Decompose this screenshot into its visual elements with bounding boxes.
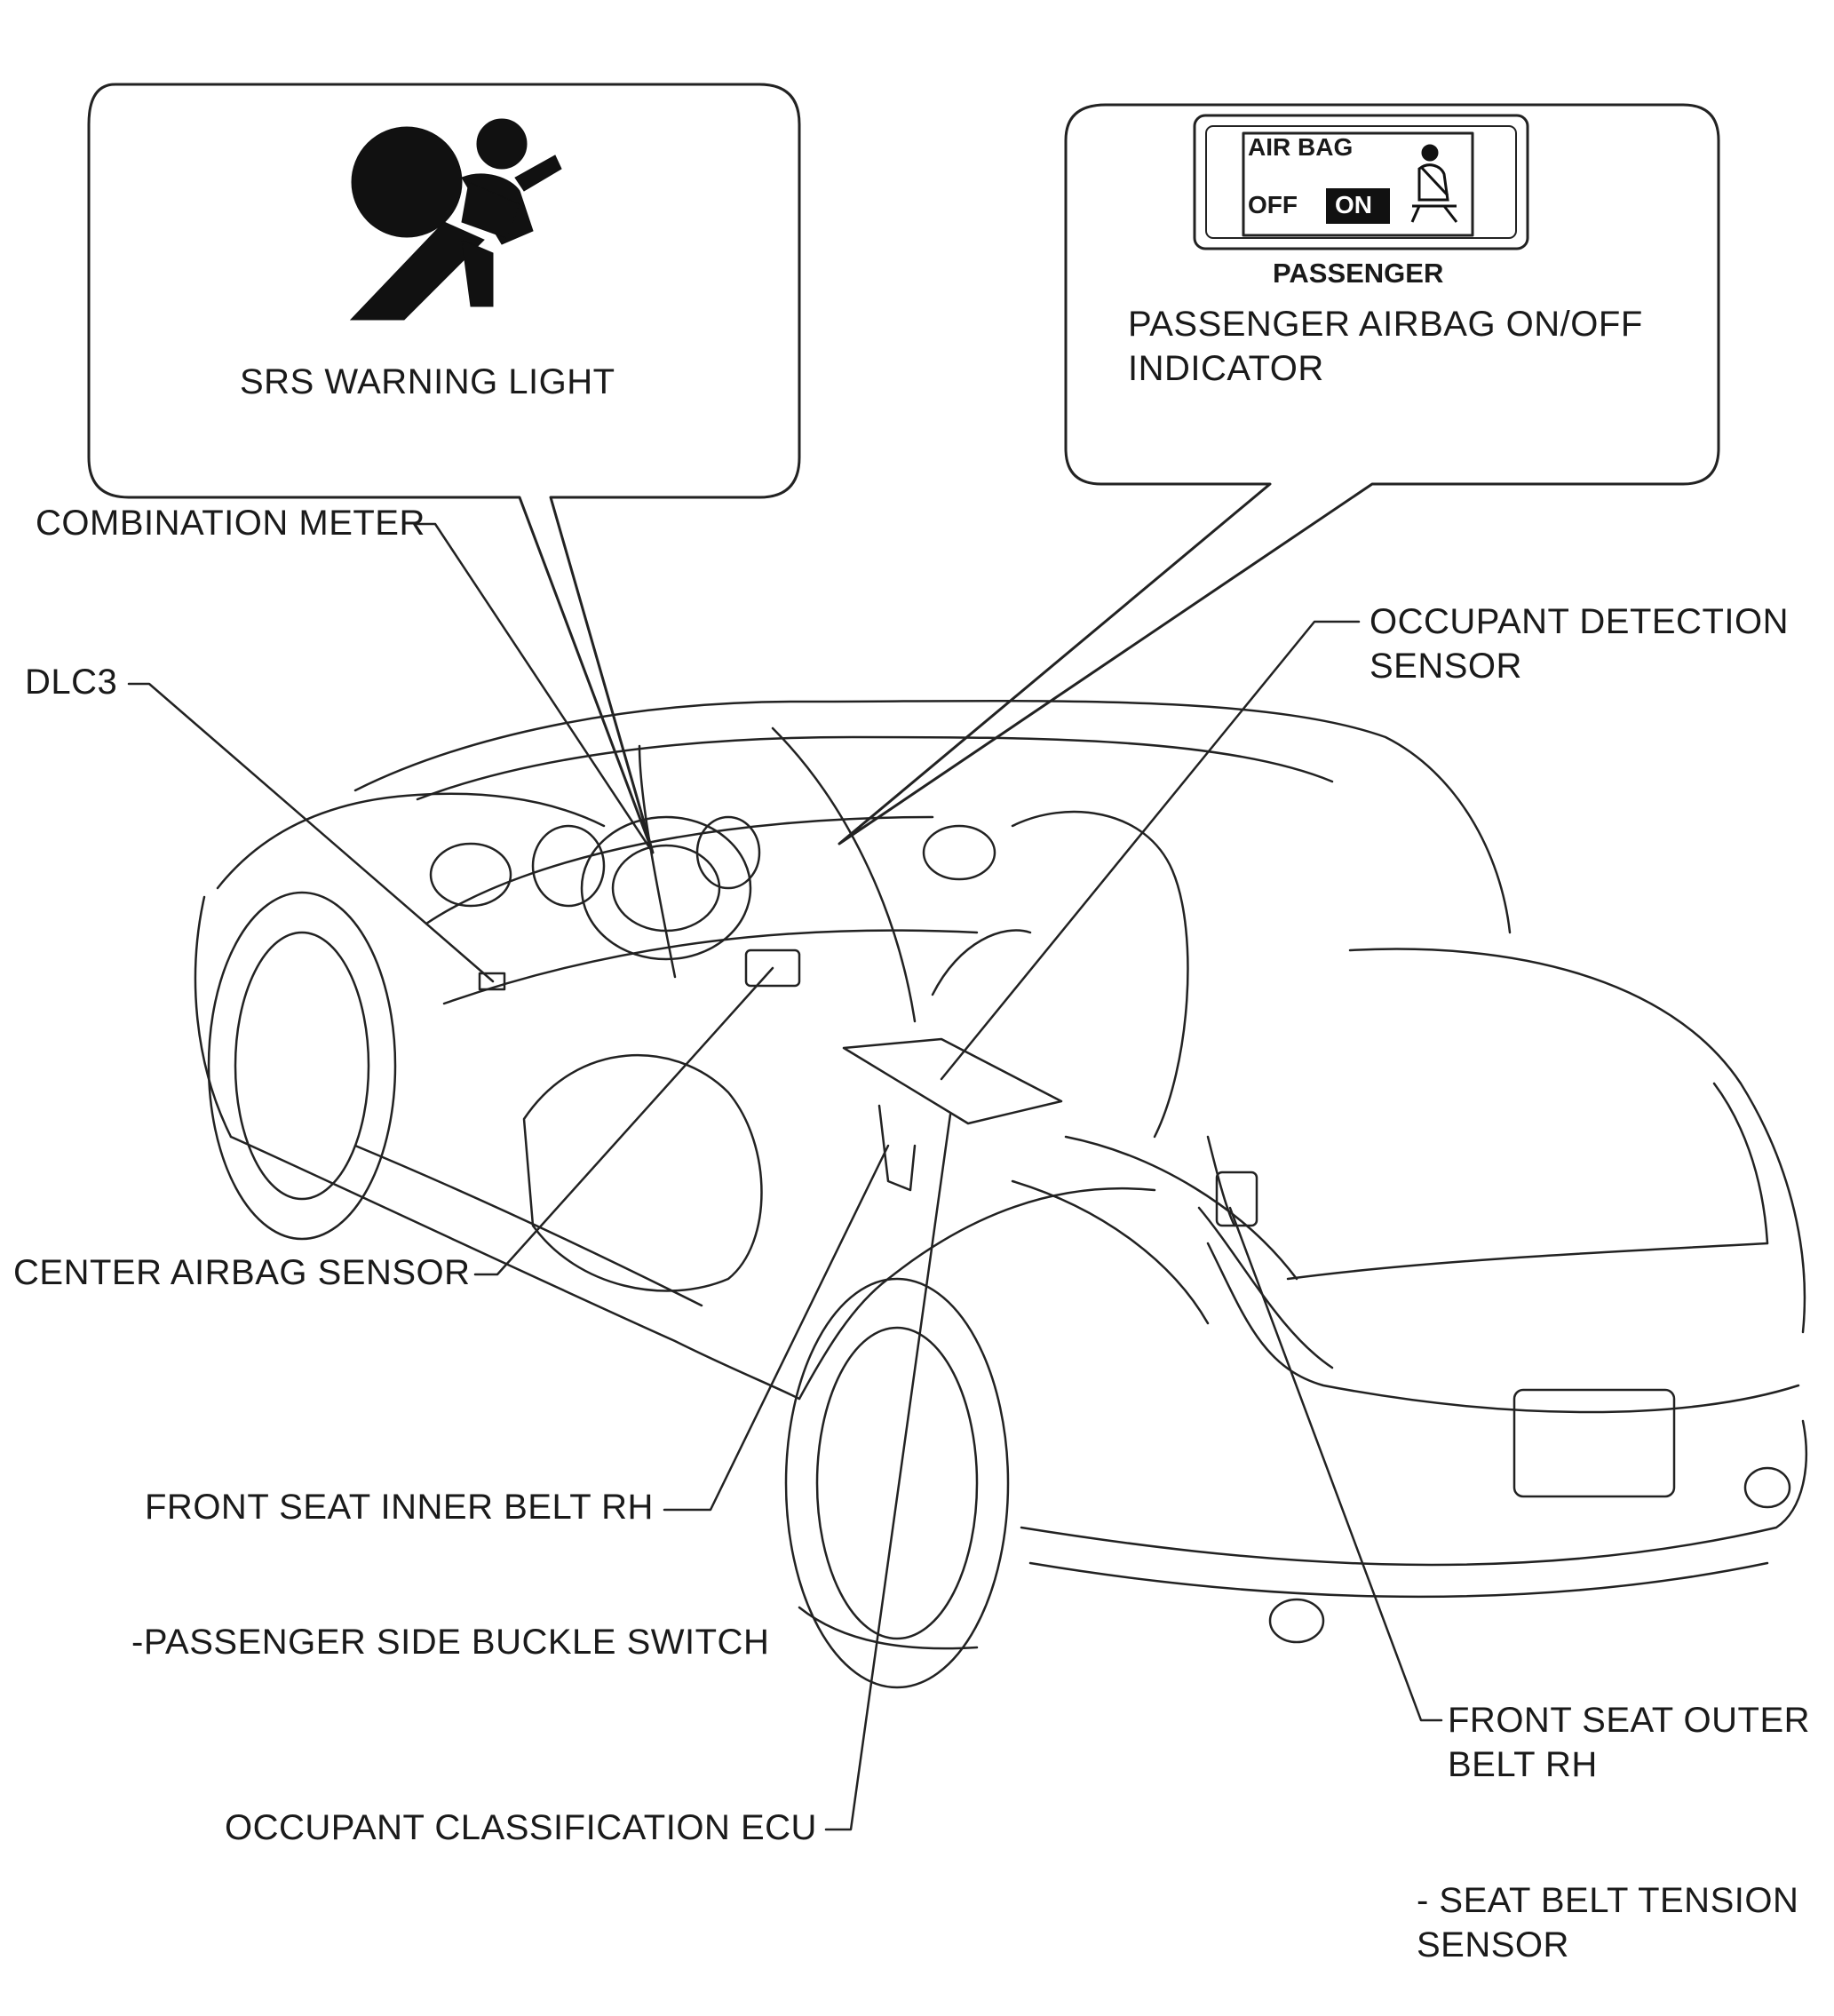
leader-occupant-detection — [940, 620, 1361, 1081]
front-seat-outer-belt-label: FRONT SEAT OUTER BELT RH — [1448, 1698, 1810, 1787]
on-badge-bg — [1326, 188, 1390, 224]
center-airbag-sensor-label: CENTER AIRBAG SENSOR — [13, 1253, 471, 1292]
passenger-side-buckle-switch-label: -PASSENGER SIDE BUCKLE SWITCH — [131, 1623, 770, 1662]
indicator-caption: PASSENGER — [1273, 258, 1444, 289]
occupant-detection-sensor-label: OCCUPANT DETECTION SENSOR — [1370, 599, 1789, 688]
indicator-airbag-text: AIR BAG — [1248, 133, 1354, 161]
leader-lines — [127, 522, 1443, 1831]
seatbelt-person-icon — [1410, 144, 1458, 223]
passenger-indicator-line-2: INDICATOR — [1128, 349, 1324, 388]
occupant-detection-line-1: OCCUPANT DETECTION — [1370, 602, 1789, 641]
dlc3-label: DLC3 — [25, 663, 118, 702]
tension-sensor-line-1: - SEAT BELT TENSION — [1417, 1881, 1799, 1920]
outer-belt-line-1: FRONT SEAT OUTER — [1448, 1701, 1811, 1740]
passenger-indicator-line-1: PASSENGER AIRBAG ON/OFF — [1128, 305, 1643, 344]
tension-sensor-line-2: SENSOR — [1417, 1925, 1569, 1964]
front-seat-inner-belt-label: FRONT SEAT INNER BELT RH — [145, 1488, 654, 1527]
leader-outer-belt — [1228, 1206, 1443, 1722]
outer-belt-line-2: BELT RH — [1448, 1745, 1598, 1784]
occupant-classification-ecu-label: OCCUPANT CLASSIFICATION ECU — [225, 1808, 817, 1847]
leader-dlc3 — [127, 682, 495, 983]
seat-belt-tension-sensor-label: - SEAT BELT TENSION SENSOR — [1417, 1878, 1798, 1967]
combination-meter-label: COMBINATION METER — [36, 504, 425, 543]
vehicle-outline — [194, 699, 1807, 1689]
indicator-panel-inner — [1205, 125, 1517, 239]
passenger-airbag-indicator-label: PASSENGER AIRBAG ON/OFF INDICATOR — [1128, 302, 1643, 391]
srs-warning-callout-box — [87, 83, 801, 854]
leader-inner-belt — [663, 1144, 890, 1512]
leader-combination-meter — [416, 522, 655, 854]
indicator-on-text: ON — [1335, 191, 1372, 218]
indicator-off-text: OFF — [1248, 191, 1298, 218]
indicator-panel-display — [1242, 131, 1474, 237]
occupant-detection-line-2: SENSOR — [1370, 647, 1522, 686]
indicator-panel-outer — [1193, 114, 1529, 250]
leader-classification-ecu — [824, 1113, 952, 1831]
passenger-indicator-callout-box — [838, 103, 1720, 845]
leader-center-airbag — [473, 966, 774, 1276]
srs-warning-light-label: SRS WARNING LIGHT — [240, 362, 615, 401]
airbag-occupant-icon — [349, 118, 562, 321]
